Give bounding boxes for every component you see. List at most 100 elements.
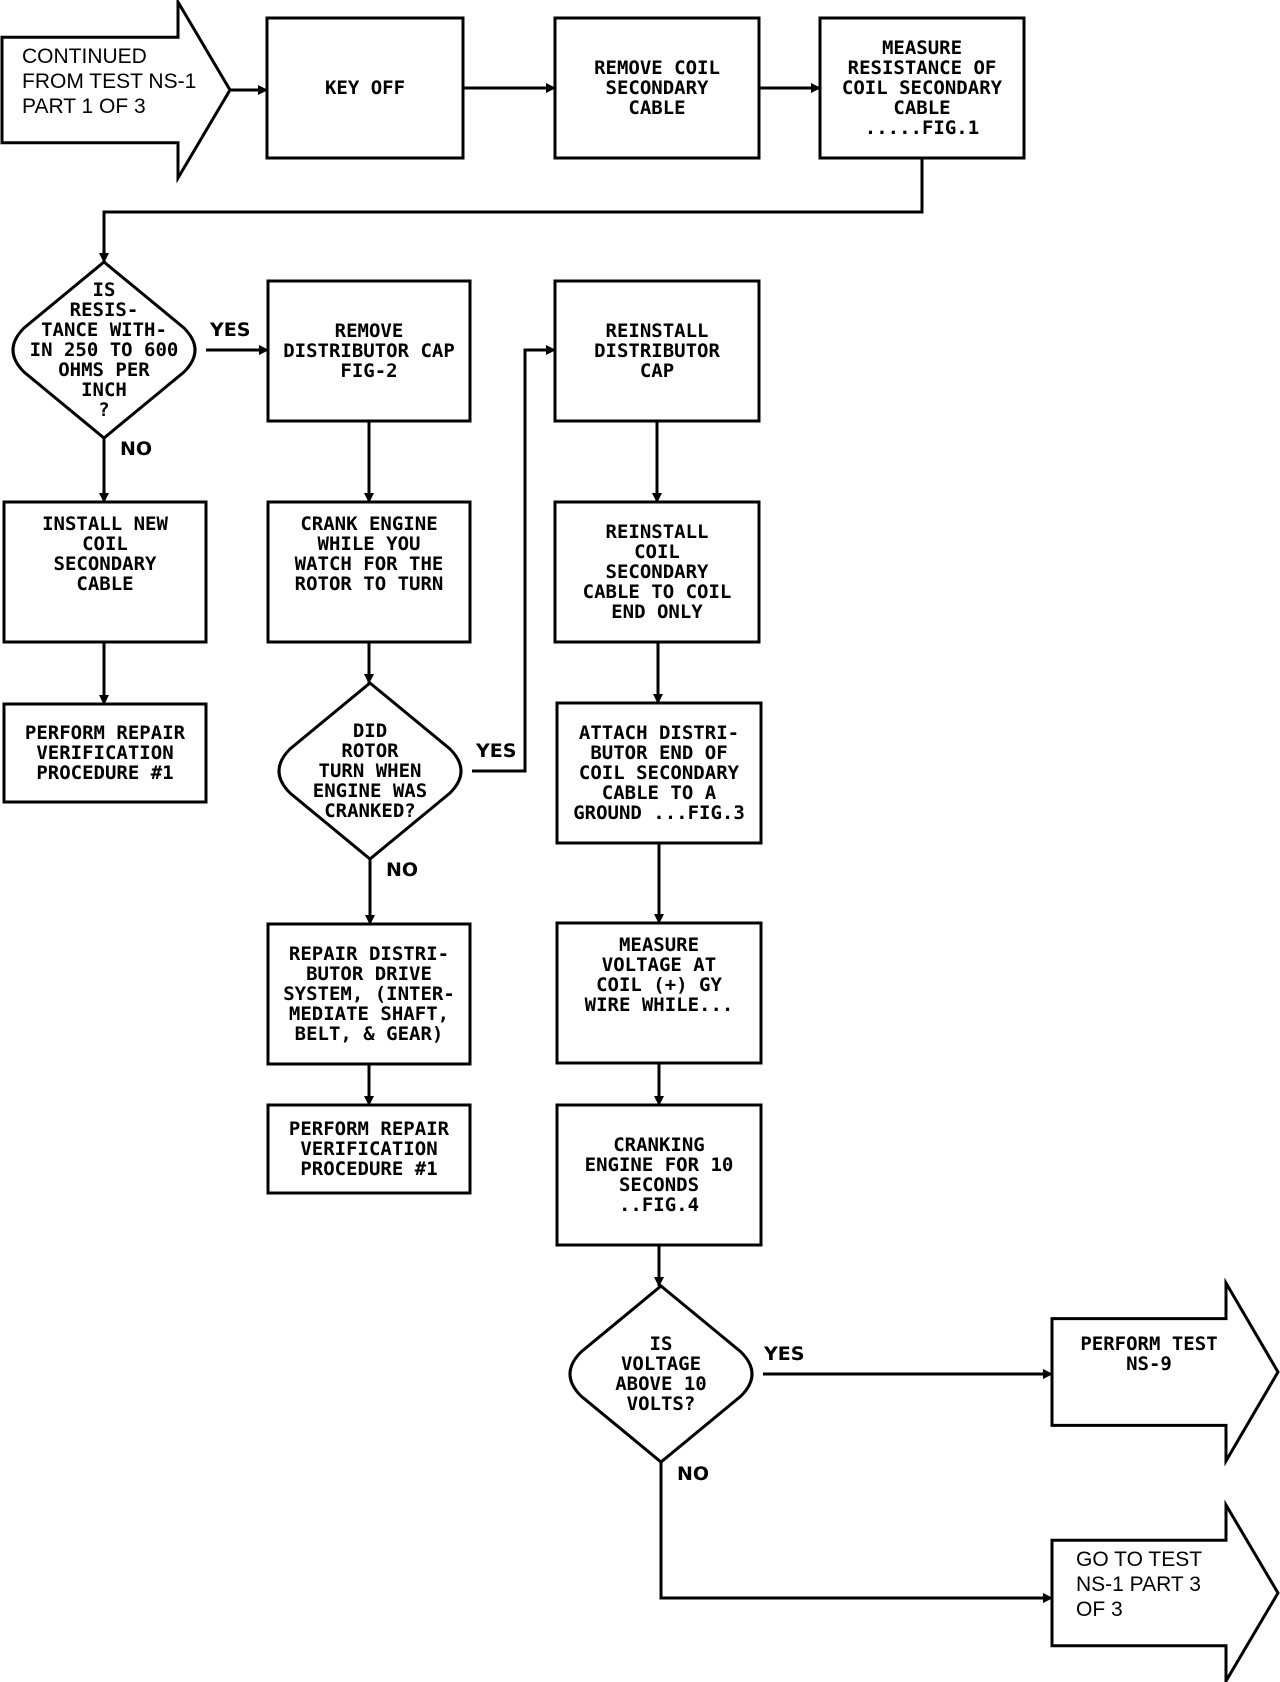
node-text-line: FROM TEST NS-1	[22, 70, 196, 93]
node-text-line: CABLE	[893, 97, 950, 119]
node-text-line: CABLE TO COIL	[583, 581, 732, 603]
node-text-line: SECONDARY	[54, 553, 158, 575]
terminal-arrow	[1050, 1277, 1280, 1467]
node-text-line: INSTALL NEW	[42, 513, 168, 535]
node-text-line: CONTINUED	[22, 45, 147, 68]
node-text-line: CAP	[640, 360, 674, 382]
node-text-line: INCH	[81, 379, 127, 401]
edge-dec-volt-to-goto-ns1: NO	[659, 1462, 1053, 1603]
node-text-line: OF 3	[1076, 1598, 1123, 1621]
node-text-line: SECONDS	[619, 1174, 699, 1196]
node-text-line: GO TO TEST	[1076, 1548, 1202, 1571]
node-text-line: GROUND ...FIG.3	[573, 802, 745, 824]
node-text-line: RESISTANCE OF	[848, 57, 997, 79]
node-text-line: PROCEDURE #1	[36, 762, 173, 784]
process-box	[553, 500, 761, 644]
process-box	[555, 1103, 763, 1247]
node-text-line: CRANKED?	[324, 800, 416, 822]
edge-label: YES	[475, 740, 516, 762]
edge-label: NO	[120, 438, 152, 460]
process-box	[2, 702, 208, 804]
edge-dec-volt-to-perform-ns9: YES	[763, 1343, 1053, 1379]
node-text-line: BUTOR DRIVE	[306, 963, 432, 985]
node-text-line: CABLE TO A	[602, 782, 717, 804]
node-text-line: REMOVE COIL	[594, 57, 720, 79]
node-text-line: ROTOR TO TURN	[295, 573, 444, 595]
edge-dec-res-to-remove-cap: YES	[206, 319, 269, 355]
node-text-line: CRANKING	[613, 1134, 705, 1156]
node-text-line: END ONLY	[611, 601, 703, 623]
node-text-line: REINSTALL	[606, 320, 709, 342]
node-text-line: PROCEDURE #1	[300, 1158, 437, 1180]
node-text-line: COIL (+) GY	[596, 974, 722, 996]
node-text-line: VOLTAGE AT	[602, 954, 716, 976]
node-text-line: NS-9	[1126, 1353, 1172, 1375]
edge-dec-rotor-to-repair-drive: NO	[365, 859, 418, 925]
connector-line	[99, 158, 924, 263]
node-text-line: VOLTS?	[627, 1393, 696, 1415]
node-text-line: REINSTALL	[606, 521, 709, 543]
node-text-line: SYSTEM, (INTER-	[283, 983, 455, 1005]
node-text-line: KEY OFF	[325, 77, 405, 99]
node-text-line: REMOVE	[335, 320, 404, 342]
node-text-line: WIRE WHILE...	[585, 994, 734, 1016]
node-text-line: PERFORM REPAIR	[289, 1118, 450, 1140]
node-text-line: IN 250 TO 600	[30, 339, 179, 361]
node-text-line: FIG-2	[340, 360, 397, 382]
edge-label: YES	[763, 1343, 804, 1365]
node-text-line: .....FIG.1	[865, 117, 979, 139]
decision-diamond	[568, 1284, 754, 1464]
node-text-line: PART 1 OF 3	[22, 95, 146, 118]
node-text-line: DID	[353, 720, 387, 742]
edge-label: NO	[677, 1463, 709, 1485]
node-text-line: NS-1 PART 3	[1076, 1573, 1201, 1596]
node-text-line: SECONDARY	[606, 77, 710, 99]
node-text-line: MEASURE	[882, 37, 962, 59]
connector-line	[659, 1462, 1053, 1603]
node-text-line: RESIS-	[70, 299, 139, 321]
decision-diamond	[11, 260, 197, 440]
node-text-line: VOLTAGE	[621, 1353, 701, 1375]
edge-label: YES	[209, 319, 250, 341]
node-text-line: COIL	[82, 533, 128, 555]
node-text-line: WHILE YOU	[318, 533, 421, 555]
node-text-line: ABOVE 10	[615, 1373, 707, 1395]
connector-line	[472, 345, 556, 773]
process-box	[265, 16, 465, 160]
node-text-line: ENGINE WAS	[313, 780, 427, 802]
node-text-line: TANCE WITH-	[41, 319, 167, 341]
node-text-line: VERIFICATION	[300, 1138, 437, 1160]
node-text-line: SECONDARY	[606, 561, 710, 583]
process-box	[553, 279, 761, 423]
node-text-line: ?	[98, 399, 109, 421]
process-box	[553, 16, 761, 160]
node-text-line: BELT, & GEAR)	[295, 1023, 444, 1045]
node-text-line: PERFORM TEST	[1080, 1333, 1217, 1355]
terminal-arrow	[0, 0, 232, 184]
edges-layer: YES NO YES NO YES NO	[99, 83, 1053, 1603]
node-text-line: CRANK ENGINE	[300, 513, 437, 535]
node-key-off: KEY OFF	[265, 16, 465, 160]
process-box	[818, 16, 1026, 160]
node-text-line: COIL SECONDARY	[842, 77, 1003, 99]
terminal-arrow	[1050, 1499, 1280, 1682]
node-text-line: COIL	[634, 541, 680, 563]
node-text-line: VERIFICATION	[36, 742, 173, 764]
node-text-line: DISTRIBUTOR	[594, 340, 720, 362]
node-text-line: BUTOR END OF	[590, 742, 727, 764]
